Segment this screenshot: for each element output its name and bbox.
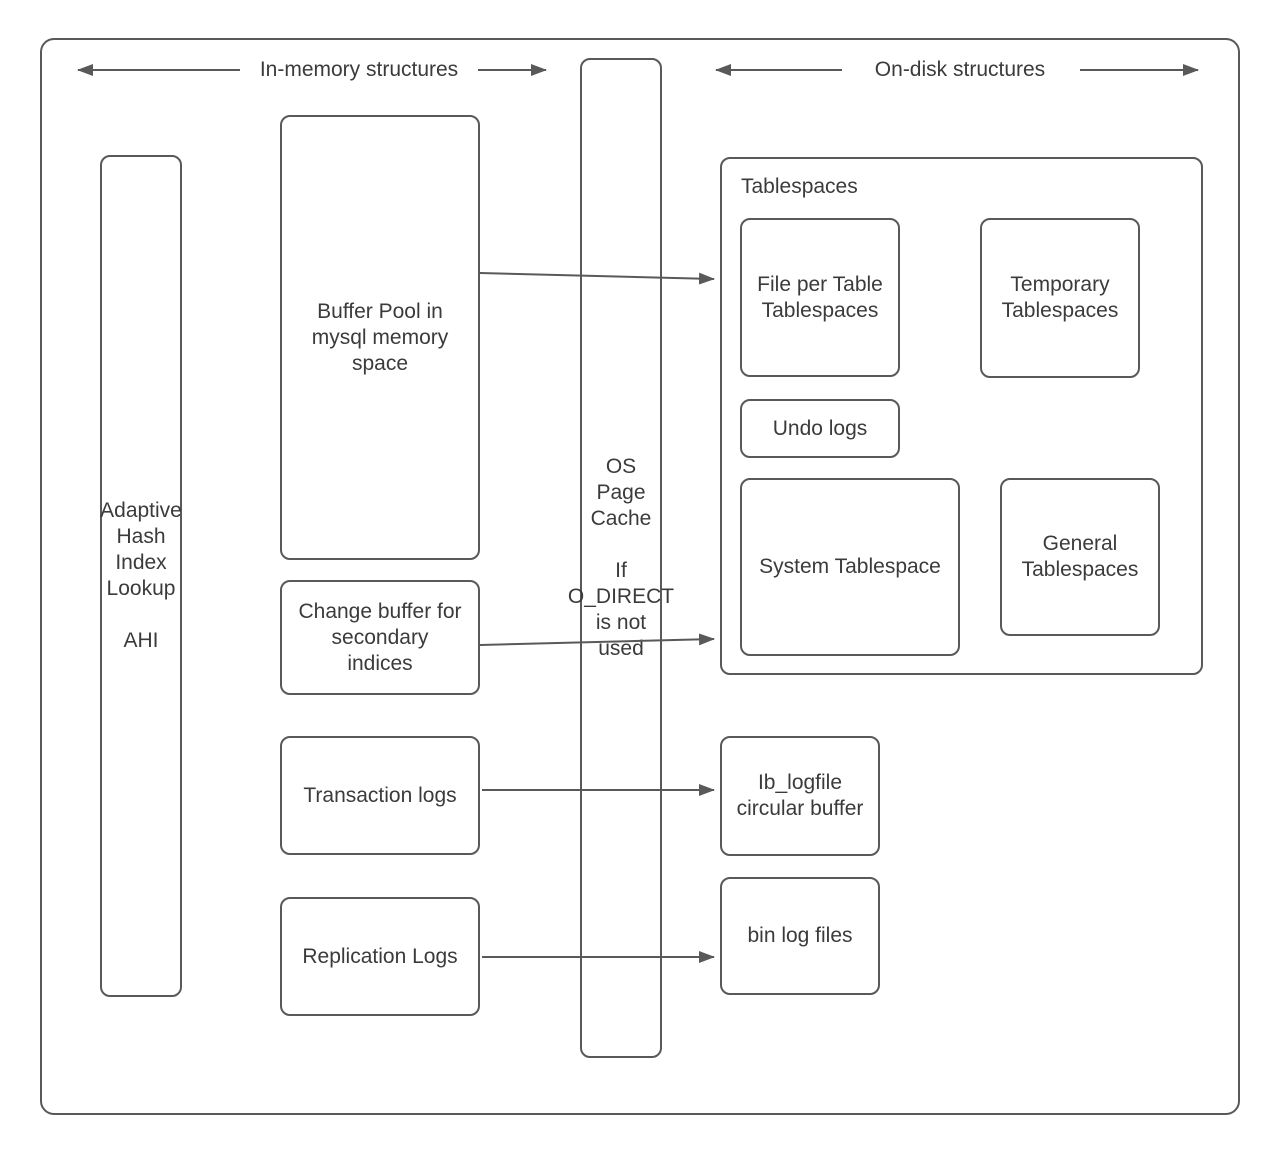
file-per-table-tablespaces-node: File per Table Tablespaces bbox=[740, 218, 900, 377]
ib-logfile-label: Ib_logfile circular buffer bbox=[736, 771, 864, 820]
undo-logs-label: Undo logs bbox=[772, 416, 868, 440]
change-buffer-label: Change buffer for secondary indices bbox=[298, 599, 462, 675]
general-tablespaces-label: General Tablespaces bbox=[1021, 532, 1139, 581]
bin-log-files-node: bin log files bbox=[720, 877, 880, 995]
buffer-pool-node: Buffer Pool in mysql memory space bbox=[280, 115, 480, 560]
os-page-cache-node: OS Page Cache If O_DIRECT is not used bbox=[568, 58, 674, 1058]
general-tablespaces-node: General Tablespaces bbox=[1000, 478, 1160, 636]
system-tablespace-label: System Tablespace bbox=[759, 555, 941, 578]
file-per-table-tablespaces-label: File per Table Tablespaces bbox=[757, 272, 883, 322]
transaction-logs-node: Transaction logs bbox=[280, 736, 480, 855]
buffer-pool-label: Buffer Pool in mysql memory space bbox=[311, 299, 449, 375]
system-tablespace-node: System Tablespace bbox=[740, 478, 960, 656]
change-buffer-node: Change buffer for secondary indices bbox=[280, 580, 480, 695]
temporary-tablespaces-node: Temporary Tablespaces bbox=[980, 218, 1140, 378]
transaction-logs-label: Transaction logs bbox=[303, 783, 457, 807]
replication-logs-node: Replication Logs bbox=[280, 897, 480, 1016]
ib-logfile-node: Ib_logfile circular buffer bbox=[720, 736, 880, 856]
in-memory-structures-header: In-memory structures bbox=[259, 58, 459, 81]
temporary-tablespaces-label: Temporary Tablespaces bbox=[1001, 273, 1119, 322]
adaptive-hash-index-node: Adaptive Hash Index Lookup AHI bbox=[100, 155, 182, 997]
replication-logs-label: Replication Logs bbox=[302, 944, 458, 968]
tablespaces-group-label: Tablespaces bbox=[741, 175, 858, 198]
on-disk-structures-header: On-disk structures bbox=[874, 58, 1046, 81]
os-page-cache-label: OS Page Cache If O_DIRECT is not used bbox=[567, 455, 675, 660]
undo-logs-node: Undo logs bbox=[740, 399, 900, 458]
bin-log-files-label: bin log files bbox=[747, 924, 853, 947]
adaptive-hash-index-label: Adaptive Hash Index Lookup AHI bbox=[100, 499, 182, 652]
